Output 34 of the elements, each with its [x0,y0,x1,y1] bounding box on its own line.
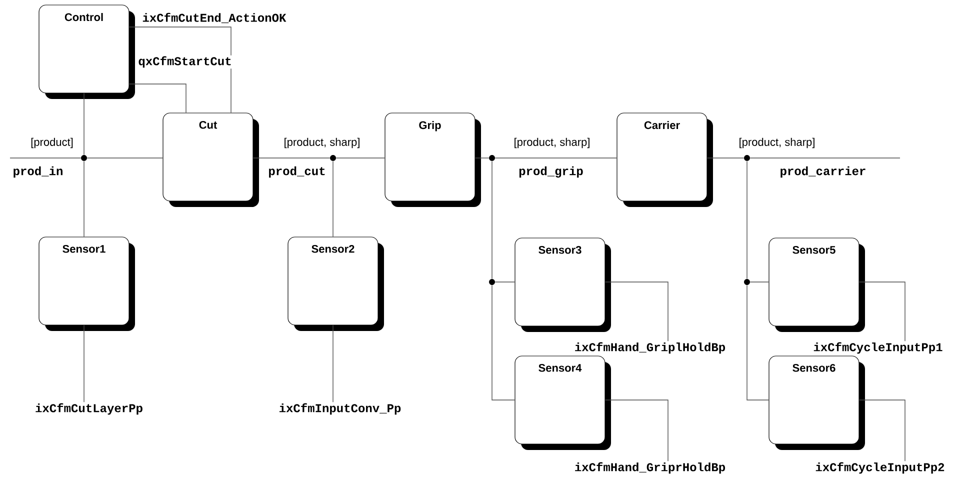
signal-name: ixCfmHand_GriplHoldBp [575,342,726,354]
connector-line [128,26,232,114]
connector-line [332,160,334,238]
connector-line [746,284,770,400]
signal-label: prod_cut [267,165,327,179]
signal-label: ixCfmCutEnd_ActionOK [141,12,288,24]
signal-name: ixCfmCycleInputPp1 [814,342,942,354]
type-label: [product, sharp] [514,138,590,148]
signal-name: ixCfmCycleInputPp2 [816,462,944,474]
block-box: Control [38,4,135,99]
signal-label: prod_carrier [778,165,868,179]
connector-line [858,400,906,462]
signal-name: ixCfmHand_GriprHoldBp [575,462,726,474]
connector-line [492,284,516,400]
connector-line [604,400,668,462]
block-box: Sensor2 [288,236,384,331]
connector-line [858,282,906,342]
block-box: Sensor1 [38,236,135,331]
signal-name: ixCfmInputConv_Pp [280,403,401,415]
block-box: Grip [384,112,481,207]
block-box: Sensor5 [768,238,865,332]
connector-line [128,84,186,114]
block-box: Sensor3 [514,238,611,332]
block-box: Cut [162,112,259,207]
connector-line [746,160,748,280]
signal-name: ixCfmCutLayerPp [36,403,142,415]
signal-label: qxCfmStartCut [137,55,233,69]
signal-label: prod_in [12,165,64,179]
connector-line [332,324,334,402]
block-box: Sensor4 [514,356,611,450]
block-box: Sensor6 [768,356,865,450]
block-box: Carrier [616,112,713,207]
connector-line [604,282,668,342]
signal-label: prod_grip [518,165,584,179]
